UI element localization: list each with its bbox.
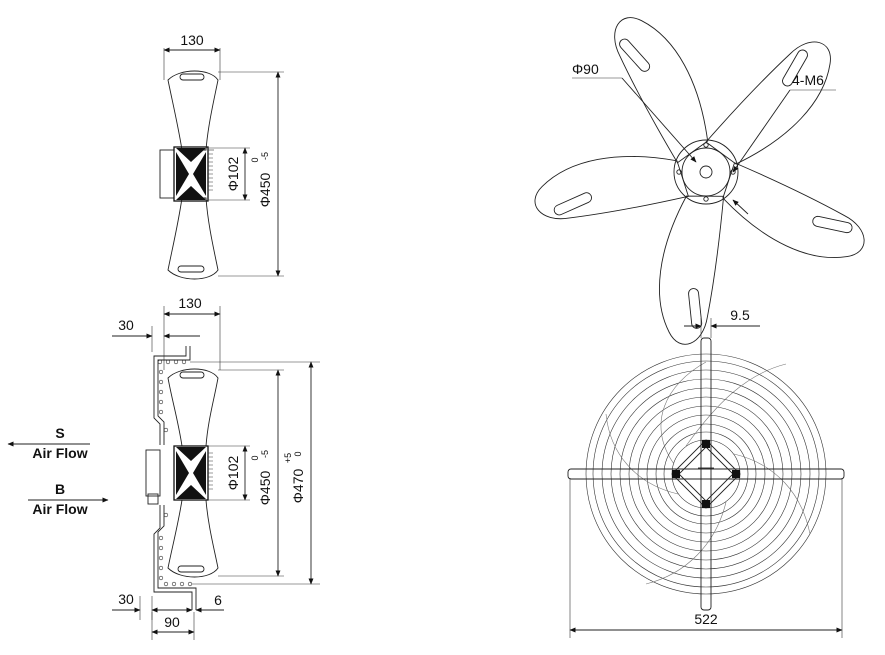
fan-tolerance-lower: -5 <box>260 152 270 160</box>
bolt-spec-label: 4-M6 <box>792 72 824 88</box>
guard-offset-bottom-label: 30 <box>118 591 134 607</box>
overall-width-label: 522 <box>694 611 718 627</box>
horizontal-rib <box>567 468 845 480</box>
airflow-s-text: Air Flow <box>32 445 87 461</box>
guard-front-view: 9.5 522 <box>567 307 845 638</box>
guard-diameter-label: Φ470 <box>290 469 306 504</box>
fan-diameter-label: Φ450 <box>257 173 273 208</box>
front-view-top: Φ90 4-M6 <box>528 12 869 351</box>
fan-diameter-label-bottom: Φ450 <box>257 471 273 506</box>
guard-spiral-rings <box>585 353 827 595</box>
vertical-rib <box>700 337 712 611</box>
guard-tolerance-upper: +5 <box>283 453 293 463</box>
airflow-b-letter: B <box>55 481 65 497</box>
airflow-b-text: Air Flow <box>32 501 87 517</box>
rib-width-label: 9.5 <box>730 307 750 323</box>
fan-tolerance-upper: 0 <box>250 157 260 162</box>
airflow-s-letter: S <box>55 425 64 441</box>
hub-diameter-label-bottom: Φ102 <box>225 456 241 491</box>
fan-tolerance-upper-bottom: 0 <box>250 455 260 460</box>
airflow-indicators: S Air Flow B Air Flow <box>7 425 109 517</box>
width-dimension-label: 130 <box>180 32 204 48</box>
guard-offset-top-label: 30 <box>118 317 134 333</box>
guard-tolerance-lower: 0 <box>293 451 303 456</box>
mount-spacing-label: 90 <box>164 614 180 630</box>
side-view-bottom: 130 30 <box>112 295 320 640</box>
hub-diameter-label-front: Φ90 <box>572 61 599 77</box>
side-view-top: 130 Φ102 Φ450 0 -5 <box>159 32 284 280</box>
width-dimension-label-bottom: 130 <box>178 295 202 311</box>
flange-thickness-label: 6 <box>214 592 222 608</box>
guard-rings <box>157 359 193 587</box>
hub-diameter-label: Φ102 <box>225 157 241 192</box>
hub-outer <box>673 139 739 205</box>
fan-tolerance-lower-bottom: -5 <box>260 450 270 458</box>
